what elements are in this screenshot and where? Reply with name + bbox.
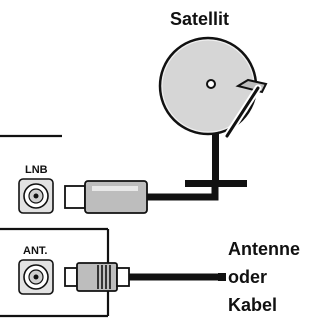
dish-feed-center [206,79,216,89]
antenna-label-line3: Kabel [228,295,277,315]
antenna-label-line2: oder [228,267,267,287]
f-connector-highlight [92,186,138,191]
f-connector-body [84,180,148,214]
ant-port-icon [18,259,54,295]
iec-connector-icon [64,262,130,292]
lnb-port-pin [33,193,39,199]
ant-label: ANT. [23,245,47,257]
iec-connector-grip [97,265,111,289]
lnb-port-icon [18,178,54,214]
dish-base [185,180,247,187]
lnb-cable [147,187,219,201]
dish-mast [212,133,219,183]
f-connector-nut [64,185,86,209]
iec-connector-body [76,262,118,292]
ant-cable-end [218,273,226,281]
iec-connector-tip [64,267,78,287]
satellite-dish-icon [158,36,268,187]
antenna-label-line1: Antenne [228,239,300,259]
dish-strut [225,86,260,138]
ant-port-pin [33,274,39,280]
lnb-label: LNB [25,164,48,176]
satellite-label: Satellit [170,9,229,29]
f-connector-icon [64,180,148,214]
iec-connector-collar [116,267,130,287]
